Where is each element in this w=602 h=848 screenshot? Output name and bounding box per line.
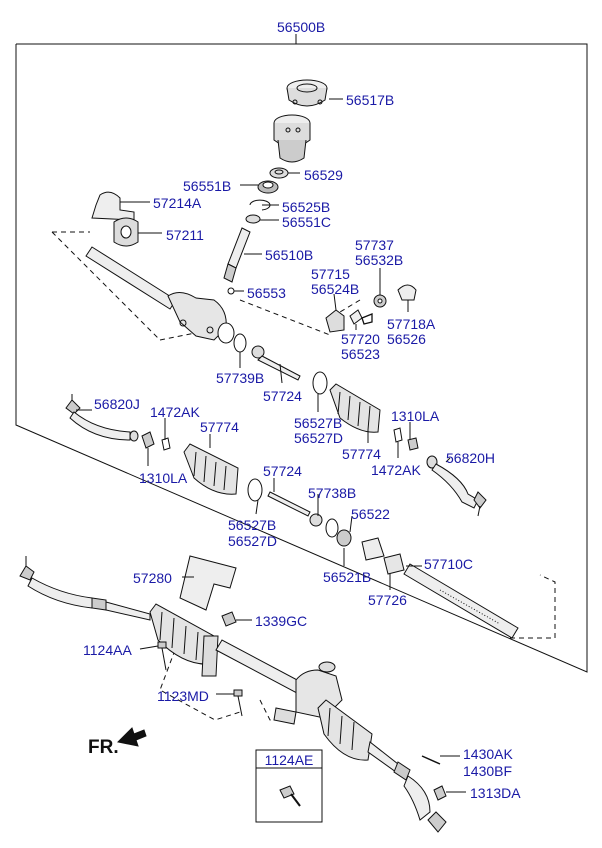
label-56527D-lower: 56527D — [228, 533, 278, 549]
direction-label: FR. — [88, 737, 119, 758]
label-1310LA-right: 1310LA — [391, 408, 440, 424]
label-57280: 57280 — [133, 570, 172, 586]
label-1339GC: 1339GC — [255, 613, 308, 629]
part-1310LA-left — [141, 431, 155, 449]
inset-box — [255, 749, 323, 823]
part-1313DA — [433, 785, 447, 801]
label-56527B-upper: 56527B — [294, 415, 343, 431]
label-56517B: 56517B — [346, 92, 395, 108]
part-56524B — [325, 309, 345, 333]
label-56553: 56553 — [247, 285, 286, 301]
part-57718A — [397, 284, 417, 301]
label-56522: 56522 — [351, 506, 390, 522]
label-56529: 56529 — [304, 167, 343, 183]
label-57739B: 57739B — [216, 370, 265, 386]
label-56527D-upper: 56527D — [294, 430, 344, 446]
part-56529 — [269, 167, 289, 179]
label-57720: 57720 — [341, 331, 380, 347]
part-1472AK-right — [393, 427, 403, 443]
label-56510B: 56510B — [265, 247, 314, 263]
label-56551C: 56551C — [282, 214, 332, 230]
label-56527B-lower: 56527B — [228, 517, 277, 533]
part-1430AK — [421, 755, 441, 765]
part-57738B — [325, 518, 339, 538]
part-57774-left — [183, 443, 239, 495]
label-57737: 57737 — [355, 237, 394, 253]
label-57710C: 57710C — [424, 556, 474, 572]
part-56820H — [426, 455, 487, 517]
label-57774-right: 57774 — [342, 446, 381, 462]
leader-lines — [76, 98, 466, 793]
part-56532B — [373, 294, 387, 308]
label-56532B: 56532B — [355, 252, 404, 268]
label-1310LA-left: 1310LA — [139, 470, 188, 486]
label-56521B: 56521B — [323, 569, 372, 585]
label-56523: 56523 — [341, 346, 380, 362]
inset-box-label: 1124AE — [264, 752, 314, 768]
label-57774-left: 57774 — [200, 419, 239, 435]
label-1472AK-right: 1472AK — [371, 462, 421, 478]
label-56524B: 56524B — [311, 281, 360, 297]
label-56820H: 56820H — [446, 450, 496, 466]
part-56551B — [257, 180, 279, 194]
assembly-frame — [15, 43, 588, 673]
label-56526: 56526 — [387, 331, 426, 347]
part-56527B-upper — [312, 371, 328, 395]
label-57211: 57211 — [166, 227, 204, 243]
label-57726: 57726 — [368, 592, 407, 608]
part-56523 — [361, 313, 373, 325]
part-56517B — [286, 79, 328, 107]
label-1313DA: 1313DA — [470, 785, 521, 801]
bolt-1124AE-icon — [279, 785, 301, 807]
part-57726 — [383, 553, 405, 575]
housing-cover — [273, 114, 311, 163]
label-56525B: 56525B — [282, 199, 331, 215]
part-1339GC — [221, 611, 237, 627]
label-1430AK: 1430AK — [463, 746, 513, 762]
label-57718A: 57718A — [387, 316, 436, 332]
part-57710C — [403, 563, 519, 639]
label-1123MD: 1123MD — [157, 688, 209, 704]
forward-arrow-icon — [116, 727, 147, 747]
part-57724-upper — [251, 345, 301, 381]
label-57715: 57715 — [311, 266, 350, 282]
rack-housing — [85, 246, 235, 344]
part-1124AA — [157, 641, 167, 671]
label-56551B: 56551B — [183, 178, 232, 194]
assembly-label: 56500B — [277, 19, 326, 35]
part-57214A — [91, 191, 135, 221]
label-1430BF: 1430BF — [463, 763, 513, 779]
complete-steering-gear — [19, 556, 447, 833]
part-57739B — [233, 333, 247, 353]
part-56522 — [361, 537, 385, 561]
label-57738B: 57738B — [308, 485, 357, 501]
part-56510B — [223, 227, 251, 283]
part-57720 — [349, 309, 363, 325]
part-1123MD — [233, 689, 243, 717]
part-56521B — [336, 529, 352, 547]
part-56553 — [227, 287, 235, 295]
part-56551C — [245, 214, 261, 224]
part-56527B-lower — [247, 478, 263, 502]
part-56525B — [249, 199, 271, 211]
label-57724-lower: 57724 — [263, 463, 302, 479]
part-57211 — [113, 217, 139, 247]
part-57280 — [179, 555, 237, 611]
part-57724-lower — [267, 491, 323, 527]
label-1124AA: 1124AA — [83, 642, 132, 658]
part-1310LA-right — [407, 437, 419, 451]
label-1472AK-left: 1472AK — [150, 404, 200, 420]
part-1472AK-left — [161, 437, 171, 451]
label-56820J: 56820J — [94, 396, 140, 412]
label-57214A: 57214A — [153, 195, 202, 211]
label-57724-upper: 57724 — [263, 388, 302, 404]
part-57774-right — [329, 383, 381, 433]
